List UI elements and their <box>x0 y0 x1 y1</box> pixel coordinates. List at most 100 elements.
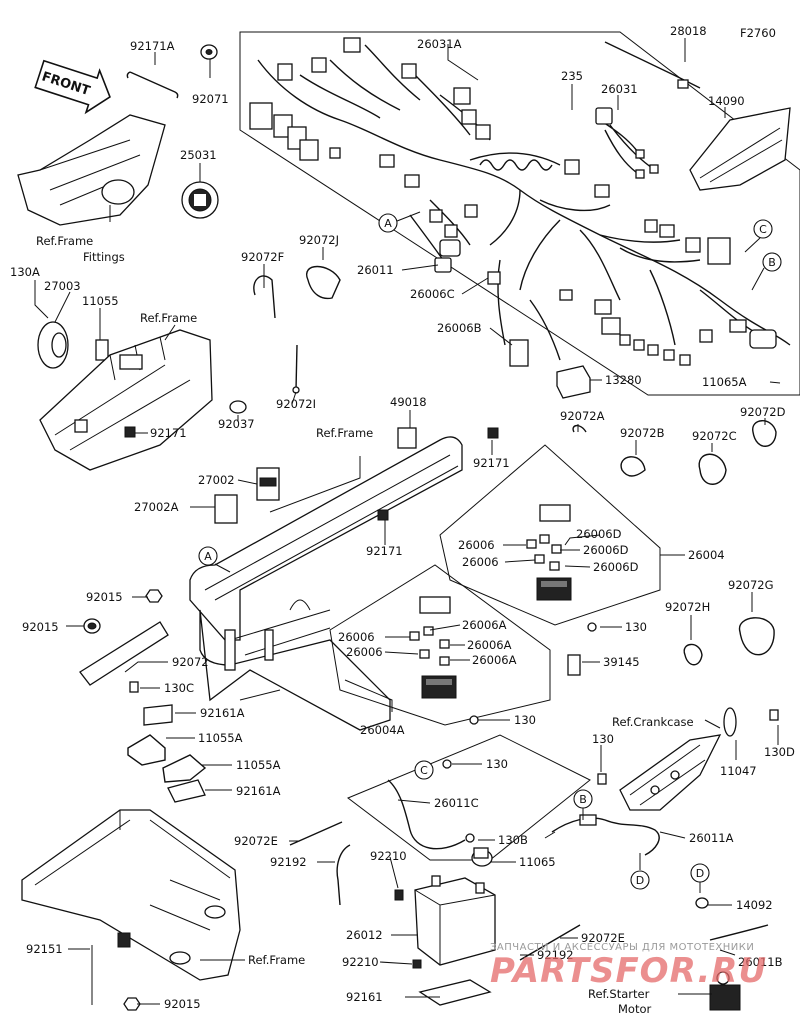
harness-26031[interactable] <box>595 107 659 179</box>
callout-D-low[interactable]: D <box>630 870 650 890</box>
label-130-right[interactable]: 130 <box>625 620 647 634</box>
label-26006A-1[interactable]: 26006A <box>462 618 507 632</box>
label-28018[interactable]: 28018 <box>670 24 707 38</box>
label-92072I[interactable]: 92072I <box>276 397 316 411</box>
nut-92015-top[interactable] <box>145 589 163 603</box>
label-92151[interactable]: 92151 <box>26 942 63 956</box>
label-92072D[interactable]: 92072D <box>740 405 786 419</box>
label-26006-3[interactable]: 26006 <box>338 630 375 644</box>
callout-D-right[interactable]: D <box>690 863 710 883</box>
clip-92037[interactable] <box>229 400 247 414</box>
label-92171-left[interactable]: 92171 <box>150 426 187 440</box>
label-25031[interactable]: 25031 <box>180 148 217 162</box>
clip-92171-low[interactable] <box>377 509 389 521</box>
label-39145[interactable]: 39145 <box>603 655 640 669</box>
label-11065[interactable]: 11065 <box>519 855 556 869</box>
cable-28018[interactable] <box>604 41 701 89</box>
strap-92072G[interactable] <box>739 617 775 656</box>
hose-92192-1[interactable] <box>336 844 351 906</box>
part-39145[interactable] <box>567 654 581 676</box>
label-26006-4[interactable]: 26006 <box>346 645 383 659</box>
label-14090[interactable]: 14090 <box>708 94 745 108</box>
strap-92072A[interactable] <box>572 424 587 433</box>
strap-92072B[interactable] <box>620 456 646 477</box>
tie-92072E-1[interactable] <box>289 821 343 846</box>
label-92171-mid[interactable]: 92171 <box>473 456 510 470</box>
label-49018[interactable]: 49018 <box>390 395 427 409</box>
label-13280[interactable]: 13280 <box>605 373 642 387</box>
label-92072E-2[interactable]: 92072E <box>581 931 625 945</box>
label-26006C[interactable]: 26006C <box>410 287 455 301</box>
nut-92015-bottom[interactable] <box>123 997 141 1011</box>
label-235[interactable]: 235 <box>561 69 583 83</box>
callout-C-top[interactable]: C <box>753 219 773 239</box>
hose-92192-2[interactable] <box>519 924 581 961</box>
callout-A-mid[interactable]: A <box>198 546 218 566</box>
label-14092[interactable]: 14092 <box>736 898 773 912</box>
relay-27002A[interactable] <box>214 494 238 524</box>
fusebox-26004A[interactable] <box>409 596 457 699</box>
relay-49018[interactable] <box>397 427 417 449</box>
strap-92072J[interactable] <box>305 265 341 300</box>
plate-92161A-1[interactable] <box>143 704 173 726</box>
label-26011A[interactable]: 26011A <box>689 831 734 845</box>
label-130A[interactable]: 130A <box>10 265 40 279</box>
label-27003[interactable]: 27003 <box>44 279 81 293</box>
label-92015-left[interactable]: 92015 <box>22 620 59 634</box>
cable-26011A[interactable] <box>551 817 660 856</box>
label-26011B[interactable]: 26011B <box>738 955 783 969</box>
bracket-13280[interactable] <box>556 365 591 399</box>
label-26011C[interactable]: 26011C <box>434 796 479 810</box>
label-26006A-3[interactable]: 26006A <box>472 653 517 667</box>
label-26004A[interactable]: 26004A <box>360 723 405 737</box>
label-130B[interactable]: 130B <box>498 833 528 847</box>
nut-92015-left[interactable] <box>83 618 101 634</box>
label-26006-1[interactable]: 26006 <box>458 538 495 552</box>
label-130-mid[interactable]: 130 <box>514 713 536 727</box>
bolt-130-battery[interactable] <box>442 759 452 769</box>
clip-92210-2[interactable] <box>412 959 422 969</box>
cap-11065[interactable] <box>471 847 493 867</box>
label-92161A-2[interactable]: 92161A <box>236 784 281 798</box>
bracket-11055A-2[interactable] <box>162 754 207 783</box>
label-92015-top[interactable]: 92015 <box>86 590 123 604</box>
label-11055[interactable]: 11055 <box>82 294 119 308</box>
label-92071[interactable]: 92071 <box>192 92 229 106</box>
strap-92072F[interactable] <box>253 275 276 319</box>
label-92072E-1[interactable]: 92072E <box>234 834 278 848</box>
label-130-crank[interactable]: 130 <box>592 732 614 746</box>
bolt-130C[interactable] <box>129 681 139 693</box>
label-92072G[interactable]: 92072G <box>728 578 774 592</box>
cap-14092[interactable] <box>695 897 709 909</box>
meter-25031[interactable] <box>181 181 219 219</box>
label-11055A-2[interactable]: 11055A <box>236 758 281 772</box>
label-92192-2[interactable]: 92192 <box>537 948 574 962</box>
label-92072F[interactable]: 92072F <box>241 250 284 264</box>
bracket-11055A-1[interactable] <box>127 734 166 766</box>
callout-B-top[interactable]: B <box>762 252 782 272</box>
label-92072J[interactable]: 92072J <box>299 233 339 247</box>
main-harness-26031A[interactable] <box>249 37 791 367</box>
plate-92161A-2[interactable] <box>167 779 206 803</box>
label-92072H[interactable]: 92072H <box>665 600 710 614</box>
clip-92171-mid[interactable] <box>487 427 499 439</box>
label-26006A-2[interactable]: 26006A <box>467 638 512 652</box>
label-130D[interactable]: 130D <box>764 745 795 759</box>
cable-26011C[interactable] <box>387 779 466 850</box>
label-11055A-1[interactable]: 11055A <box>198 731 243 745</box>
label-26006-2[interactable]: 26006 <box>462 555 499 569</box>
bolt-130-mid[interactable] <box>469 715 479 725</box>
clip-92210-1[interactable] <box>394 889 404 901</box>
bolt-130-crank[interactable] <box>597 773 607 785</box>
label-92210-1[interactable]: 92210 <box>370 849 407 863</box>
bolt-130B[interactable] <box>465 833 475 843</box>
label-26006D-3[interactable]: 26006D <box>593 560 639 574</box>
battery-26012[interactable] <box>414 875 496 966</box>
label-130C[interactable]: 130C <box>164 681 194 695</box>
callout-C-battery[interactable]: C <box>414 760 434 780</box>
label-92072[interactable]: 92072 <box>172 655 209 669</box>
cover-14090[interactable] <box>689 107 791 191</box>
strap-92072H[interactable] <box>683 643 703 666</box>
bracket-11047[interactable] <box>723 707 737 737</box>
label-92072C[interactable]: 92072C <box>692 429 737 443</box>
